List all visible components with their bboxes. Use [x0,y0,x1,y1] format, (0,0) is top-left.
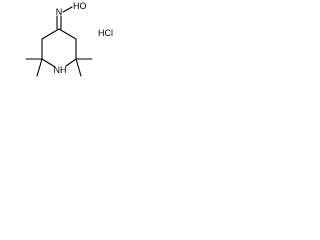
ring-bond-c4-c3 [41,28,60,40]
molecule-drawing: N HO NH HCl [25,1,113,77]
methyl-bond-c6-down [75,58,82,77]
chemical-structure-figure: N HO NH HCl [0,0,119,95]
ring-bond-c2-n1 [41,58,56,68]
ring-nh-label: NH [54,65,67,75]
oxime-nitrogen-label: N [56,7,63,17]
hcl-salt-label: HCl [98,28,113,38]
hydroxyl-label: HO [73,1,87,11]
methyl-bond-c2-down [36,58,43,77]
n-o-bond [62,6,73,13]
ring-bond-c4-c5 [58,28,77,40]
ring-bond-c6-n1 [65,58,77,67]
